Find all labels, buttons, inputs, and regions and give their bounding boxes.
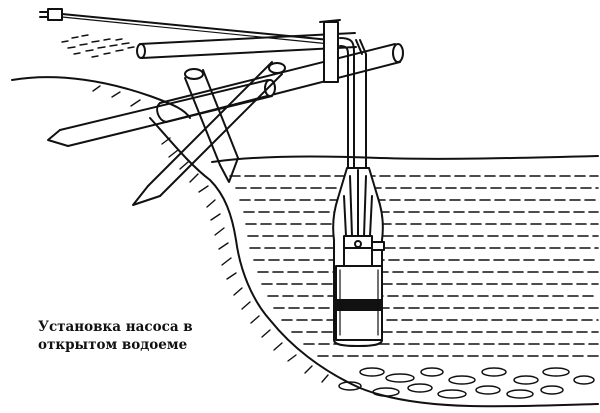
water-body bbox=[211, 155, 599, 357]
stake-lower bbox=[132, 61, 286, 206]
discharge-pipe bbox=[136, 32, 357, 59]
caption-line-1: Установка насоса в bbox=[38, 319, 193, 335]
bottom-pebbles bbox=[338, 367, 595, 399]
stake-upper bbox=[184, 68, 239, 183]
submersible-pump bbox=[332, 167, 385, 347]
bank-hatching bbox=[92, 85, 329, 383]
power-cable bbox=[61, 13, 331, 45]
caption-line-2: открытом водоеме bbox=[38, 337, 188, 353]
riser-pipe bbox=[339, 37, 367, 169]
vertical-post bbox=[319, 19, 341, 83]
stake-left bbox=[47, 79, 276, 147]
power-plug-icon bbox=[39, 8, 63, 21]
diagram-caption: Установка насоса в открытом водоеме bbox=[38, 318, 258, 354]
water-spray bbox=[61, 34, 135, 58]
shore-bank bbox=[11, 76, 599, 408]
